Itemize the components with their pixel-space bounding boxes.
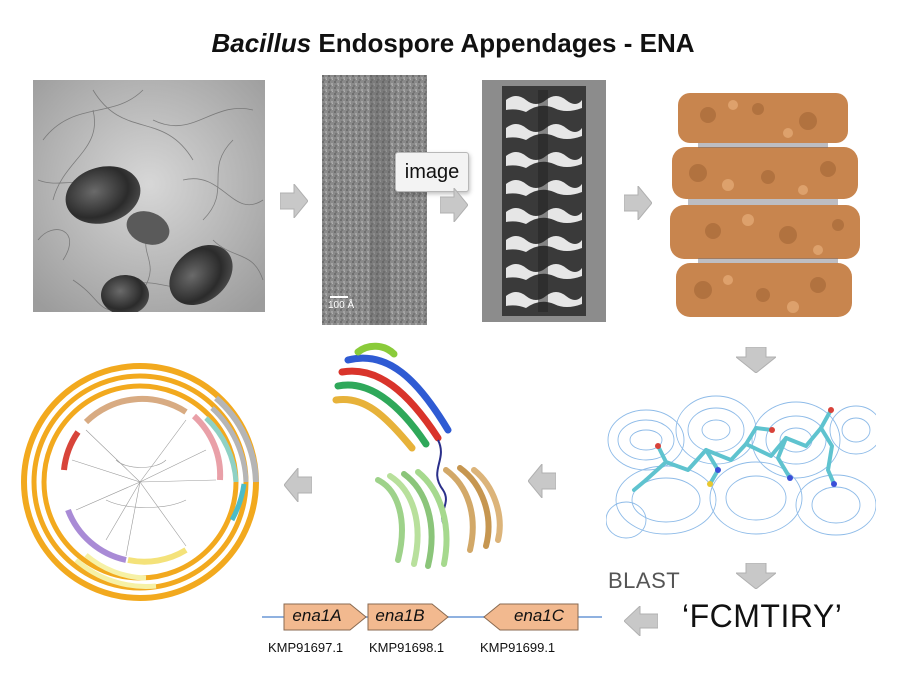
arrow-left-icon (624, 606, 658, 636)
gene-label-ena1a: ena1A (292, 606, 342, 625)
accession-ena1a: KMP91697.1 (268, 640, 344, 655)
density-mesh-model-image (606, 380, 876, 540)
arrow-down-icon (736, 563, 776, 589)
phylogenetic-tree-image (16, 360, 272, 606)
em-spores-image (33, 80, 265, 312)
class-average-image (482, 80, 606, 322)
arrow-right-icon (624, 186, 652, 220)
protein-structure-image (328, 340, 528, 580)
gene-cluster-diagram (262, 600, 602, 634)
arrow-down-icon (736, 347, 776, 373)
accession-ena1c: KMP91699.1 (480, 640, 556, 655)
density-map-image (668, 85, 868, 325)
arrow-right-icon (440, 188, 468, 222)
title-italic: Bacillus (211, 28, 312, 58)
gene-arrow-ena1b (367, 603, 449, 631)
gene-arrow-ena1a (283, 603, 367, 631)
arrow-left-icon (284, 468, 312, 502)
blast-label: BLAST (608, 568, 681, 593)
title-rest: Endospore Appendages - ENA (311, 28, 695, 58)
gene-label-ena1b: ena1B (375, 606, 425, 625)
arrow-left-icon (528, 464, 556, 498)
peptide-sequence: ‘FCMTIRY’ (682, 598, 843, 634)
figure-title: Bacillus Endospore Appendages - ENA (0, 28, 906, 59)
accession-ena1b: KMP91698.1 (369, 640, 445, 655)
gene-label-ena1c: ena1C (513, 606, 565, 625)
gene-arrow-ena1c (483, 603, 579, 631)
scale-bar-label: 100 Å (328, 300, 355, 311)
image-tooltip: image (395, 152, 469, 192)
arrow-right-icon (280, 184, 308, 218)
cryoem-filament-image (322, 75, 427, 325)
